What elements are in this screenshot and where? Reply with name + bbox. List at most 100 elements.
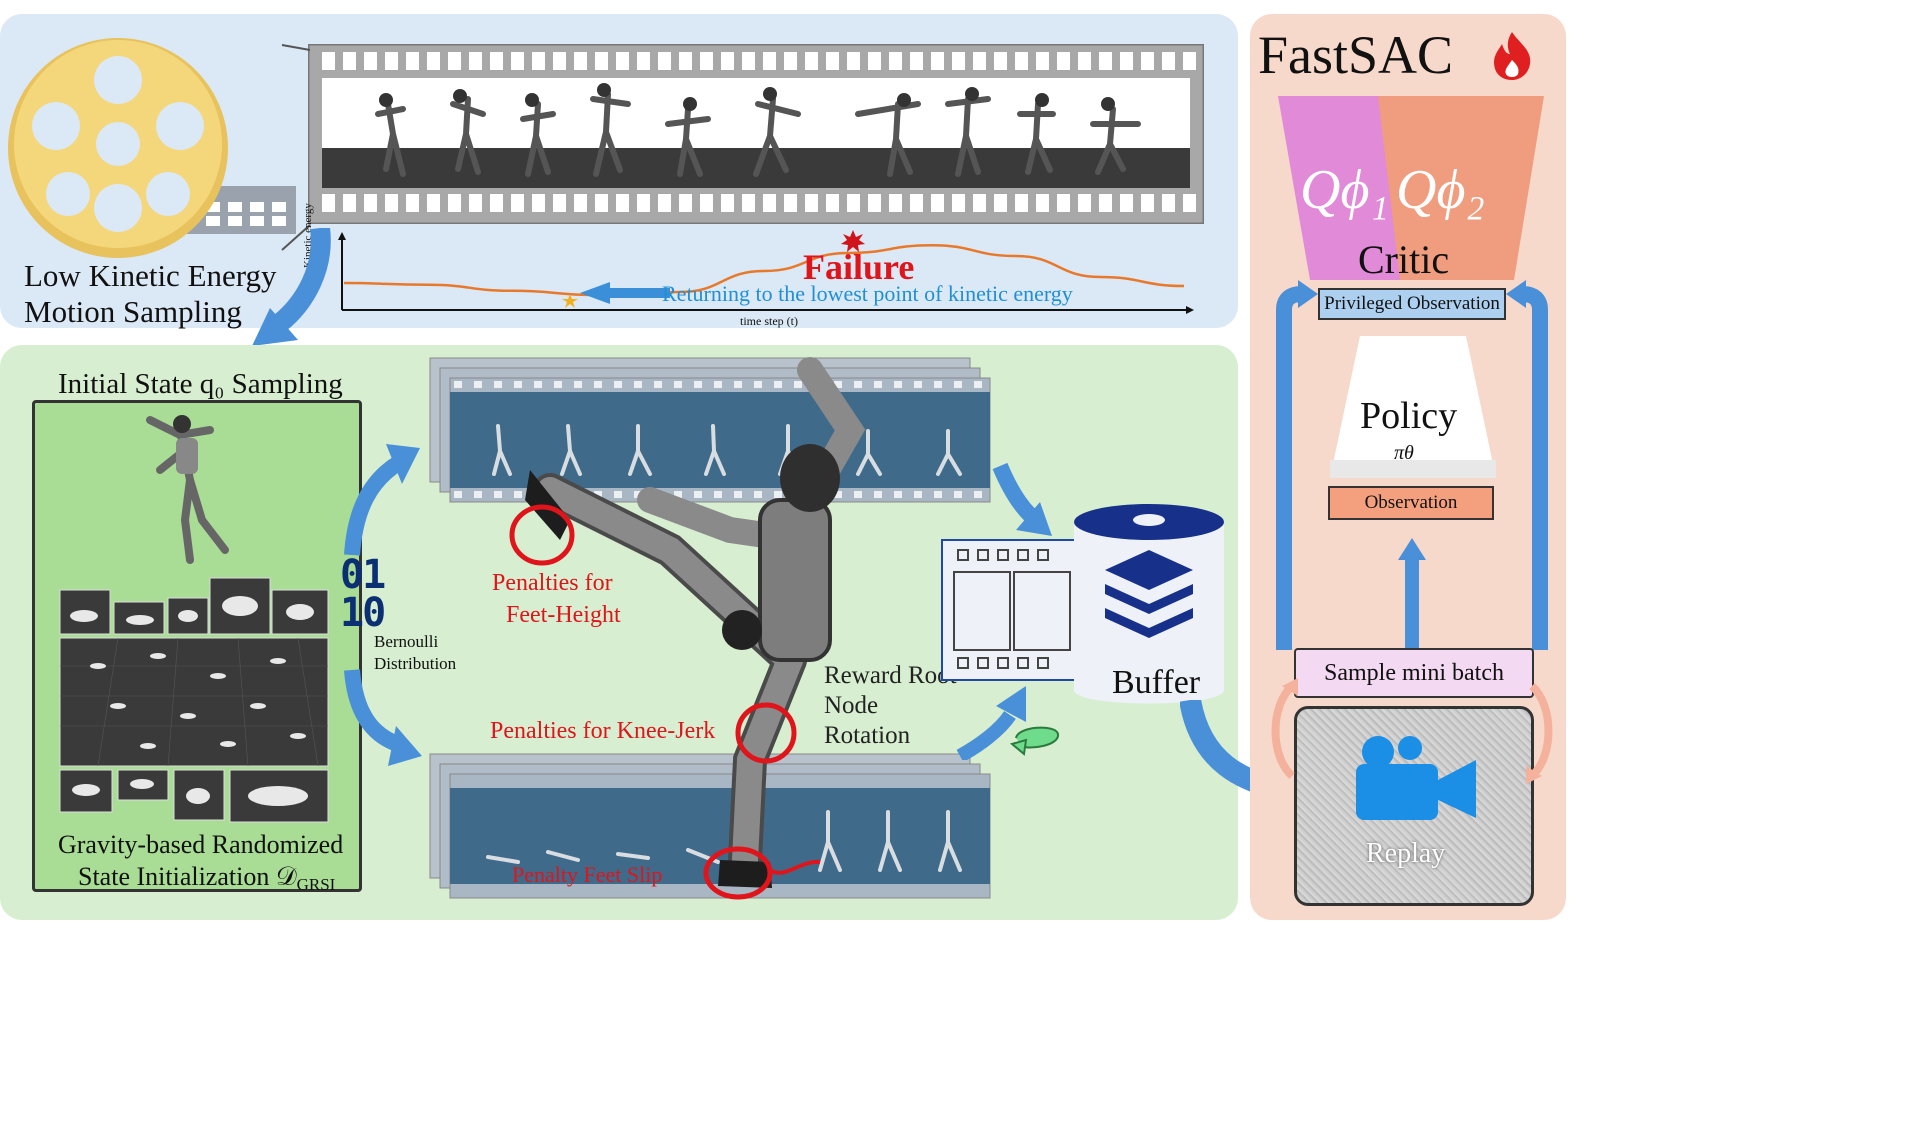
robot-standing-image [146,415,229,564]
lowest-point-star-icon [562,294,578,308]
sprocket-hole [889,194,902,212]
sprocket-hole [1078,52,1091,70]
gravity-caption-main: State Initialization 𝒟 [78,862,297,891]
gravity-caption-1: Gravity-based Randomized [58,830,344,859]
sprocket-hole [826,194,839,212]
replay-loop-arrows [1271,678,1553,784]
sprocket-hole [1015,194,1028,212]
sprocket-hole [1099,52,1112,70]
sprocket-hole [385,194,398,212]
sprocket-hole [637,52,650,70]
sprocket-hole [616,194,629,212]
buffer-icon [941,504,1224,704]
observation-box: Observation [1328,486,1494,520]
sprocket-hole [721,52,734,70]
sprocket-hole [511,52,524,70]
sprocket-hole [742,194,755,212]
sprocket-hole [1120,52,1133,70]
sprocket-hole [1099,194,1112,212]
return-arrow [580,282,670,304]
sprocket-hole [532,52,545,70]
sprocket-hole [1057,194,1070,212]
sprocket-hole [931,194,944,212]
kinetic-energy-chart [338,230,1194,314]
sprocket-hole [973,52,986,70]
privileged-observation-box: Privileged Observation [1318,288,1506,320]
bernoulli-bits-2: 10 [340,590,386,636]
sprocket-hole [1141,52,1154,70]
policy-label: Policy [1360,395,1458,437]
bernoulli-arrows [344,444,422,766]
sprocket-hole [1183,194,1196,212]
sprocket-hole [889,52,902,70]
sprocket-hole [784,194,797,212]
sprocket-hole [679,52,692,70]
replay-label: Replay [1366,838,1446,869]
sprocket-hole [448,194,461,212]
sprocket-hole [343,52,356,70]
sprocket-hole [1162,194,1175,212]
sprocket-hole [1120,194,1133,212]
observation-label: Observation [1364,492,1458,513]
sprocket-hole [1015,52,1028,70]
penalty-feet-slip: Penalty Feet Slip [512,862,663,887]
sprocket-hole [574,194,587,212]
sample-mini-batch-box: Sample mini batch [1294,648,1534,698]
sprocket-hole [637,194,650,212]
sprocket-hole [910,194,923,212]
sprocket-hole [364,52,377,70]
sprocket-hole [553,52,566,70]
sprocket-hole [469,194,482,212]
sprocket-hole [364,194,377,212]
penalty-feet-height-2: Feet-Height [506,602,621,628]
sprocket-hole [1183,52,1196,70]
sprocket-hole [1078,194,1091,212]
sprocket-hole [553,194,566,212]
sprocket-hole [1036,52,1049,70]
critic-label: Critic [1358,237,1450,282]
randomized-states-images [59,577,329,823]
sprocket-hole [805,194,818,212]
flow-arrow-down [252,228,331,346]
sprocket-hole [511,194,524,212]
sprocket-hole [847,52,860,70]
sprocket-hole [343,194,356,212]
reward-line-3: Rotation [824,722,911,749]
sprocket-hole [994,52,1007,70]
policy-symbol: πθ [1394,442,1414,464]
penalty-feet-height-1: Penalties for [492,570,613,596]
sprocket-hole [847,194,860,212]
clips-to-buffer-arrows [956,462,1052,760]
sprocket-hole [490,52,503,70]
sprocket-hole [616,52,629,70]
sprocket-hole [658,194,671,212]
sprocket-hole [406,194,419,212]
gravity-caption-2: State Initialization 𝒟GRSI [78,862,335,895]
sprocket-hole [574,52,587,70]
policy-network [1330,336,1496,478]
sprocket-hole [1141,194,1154,212]
sprocket-hole [532,194,545,212]
sprocket-hole [490,194,503,212]
sprocket-hole [931,52,944,70]
sprocket-hole [952,194,965,212]
sprocket-hole [469,52,482,70]
sprocket-hole [448,52,461,70]
film-reel-icon [8,38,296,258]
sprocket-hole [973,194,986,212]
reel-connector-lines [281,44,311,251]
main-robot-image [525,357,866,888]
low-kinetic-caption-2: Motion Sampling [24,294,242,329]
sprocket-hole [427,52,440,70]
sprocket-hole [1057,52,1070,70]
bernoulli-bits-1: 01 [340,552,386,598]
sprocket-hole [868,52,881,70]
sprocket-hole [826,52,839,70]
sprocket-hole [784,52,797,70]
fire-icon [1494,32,1531,80]
sprocket-hole [322,52,335,70]
initial-state-title: Initial State q₀ Sampling [58,368,343,400]
sprocket-hole [406,52,419,70]
sprocket-hole [700,52,713,70]
critic-network [1278,96,1544,280]
